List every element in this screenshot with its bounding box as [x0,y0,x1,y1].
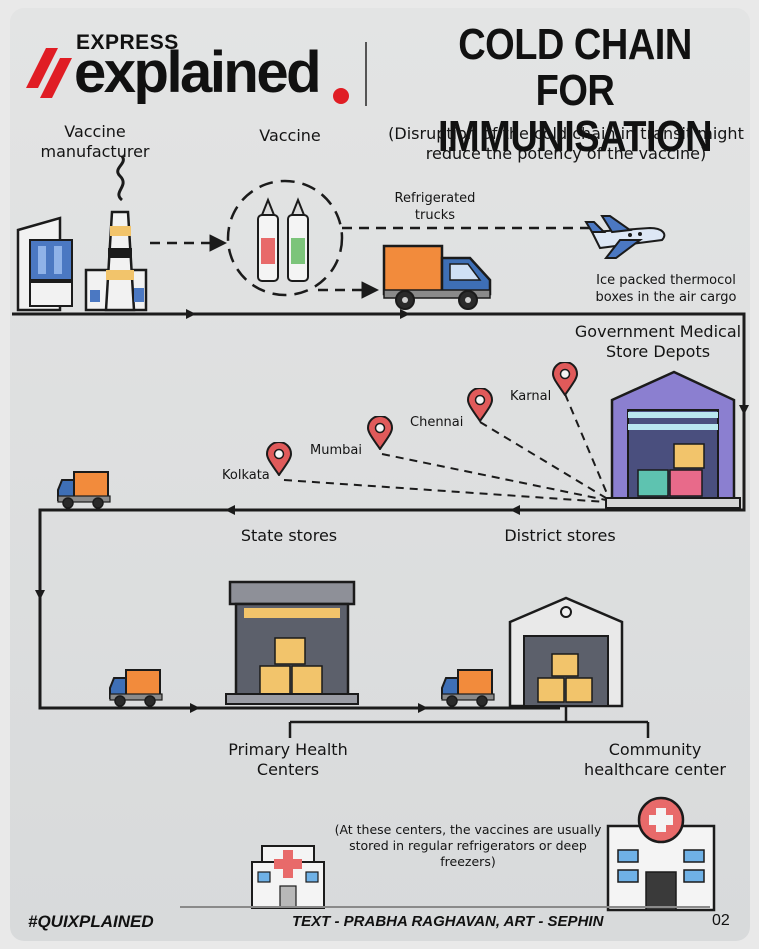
label-air-cargo: Ice packed thermocol boxes in the air ca… [595,273,737,305]
branch-connector [288,706,650,738]
small-truck-icon [57,471,111,509]
footer-hashtag: #QUIXPLAINED [28,912,154,931]
label-refrigerated-trucks: Refrigerated trucks [394,191,476,223]
city-label-karnal: Karnal [510,389,552,404]
city-label-mumbai: Mumbai [310,443,362,458]
map-pin-icon [367,416,393,450]
depot-distribution-lines [283,393,609,503]
label-district-stores: District stores [504,526,616,545]
brand-dot [333,88,349,104]
header-divider [365,42,367,106]
district-store-warehouse-icon [508,596,624,708]
label-chc: Community healthcare center [584,740,726,779]
small-hospital-icon [251,845,325,909]
brand-express: EXPRESS [76,31,179,54]
map-pin-icon [467,388,493,422]
map-pin-icon [266,442,292,476]
label-phc: Primary Health Centers [228,740,348,779]
community-hospital-icon [606,796,716,912]
factory-icon [16,155,148,312]
label-disruption-note: (Disruption of the cold chain in transit… [388,124,744,163]
map-pin-icon [552,362,578,396]
dashed-connectors [150,226,590,299]
main-flow-line [12,312,746,710]
small-truck-icon [109,669,163,707]
medical-store-depot-icon [605,370,741,509]
label-vaccine: Vaccine [259,126,321,145]
vaccine-vials-icon [226,179,344,297]
cargo-plane-icon [584,215,666,259]
footer-rule [180,906,710,908]
city-label-chennai: Chennai [410,415,464,430]
city-label-kolkata: Kolkata [222,468,270,483]
state-store-warehouse-icon [225,580,359,705]
label-state-stores: State stores [240,526,338,545]
footer-page-number: 02 [712,912,730,929]
refrigerated-truck-icon [382,244,492,310]
label-centers-note: (At these centers, the vaccines are usua… [334,822,602,869]
express-logo-mark-icon [26,48,72,98]
page-title: COLD CHAIN FOR IMMUNISATION [437,20,713,162]
flow-arrows [35,309,749,713]
label-gmsd: Government Medical Store Depots [574,322,742,361]
small-truck-icon [441,669,495,707]
footer-credits: TEXT - PRABHA RAGHAVAN, ART - SEPHIN [292,913,604,930]
brand-explained: explained [74,40,322,105]
label-vaccine-manufacturer: Vaccine manufacturer [40,122,150,161]
